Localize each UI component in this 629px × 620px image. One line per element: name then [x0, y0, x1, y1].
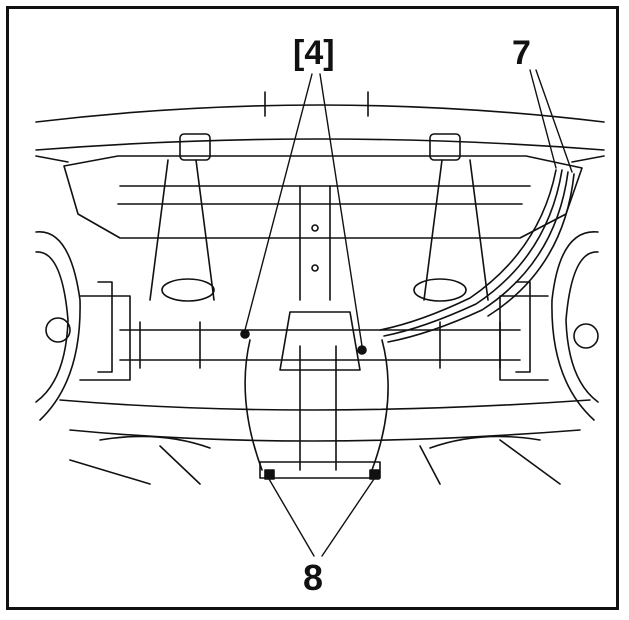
rear-axle — [119, 311, 521, 371]
left-wheel — [35, 231, 131, 421]
right-wheel — [499, 231, 599, 421]
figure-frame — [6, 6, 619, 610]
floor-pan — [69, 435, 561, 485]
pipes-callout: 7 — [512, 34, 531, 72]
fuel-tank — [63, 133, 583, 301]
fasteners-callout: [4] — [293, 34, 335, 72]
exhaust-and-crossmember — [59, 339, 591, 479]
fuel-brake-lines — [379, 169, 575, 343]
fastener-points — [240, 329, 367, 355]
brackets-callout: 8 — [303, 557, 324, 598]
tank-straps — [149, 159, 489, 302]
leader-lines — [244, 69, 573, 557]
body-outline — [35, 91, 605, 163]
